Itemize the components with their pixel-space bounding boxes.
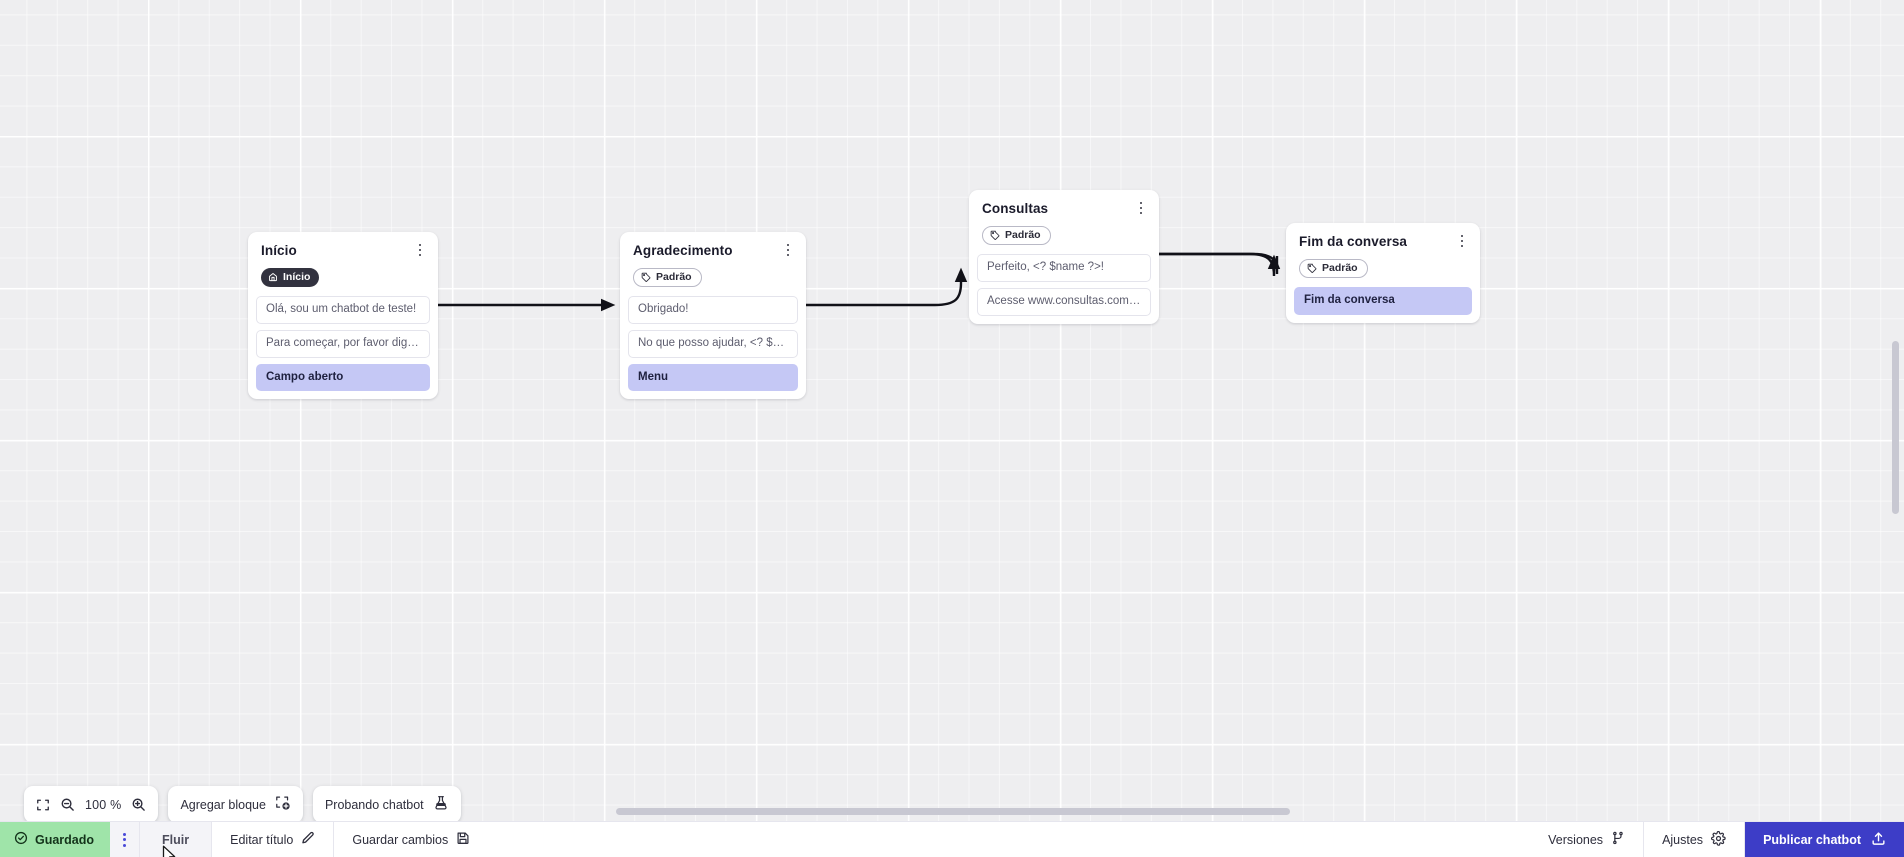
node-message[interactable]: No que posso ajudar, <? $name ...: [628, 329, 798, 358]
flow-canvas[interactable]: Início Início Olá, sou um chatbot de tes…: [0, 0, 1904, 821]
node-message[interactable]: Olá, sou um chatbot de teste!: [256, 296, 430, 324]
node-title: Fim da conversa: [1299, 234, 1408, 249]
tag-icon: [641, 272, 651, 282]
flow-node-fim-da-conversa[interactable]: Fim da conversa Padrão Fim da conversa: [1286, 223, 1480, 323]
node-badge-start[interactable]: Início: [261, 267, 320, 287]
saved-status-badge[interactable]: Guardado: [0, 822, 111, 857]
flow-node-consultas[interactable]: Consultas Padrão Perfeito, <? $name ?>! …: [969, 190, 1159, 324]
edit-title-label: Editar título: [230, 832, 294, 847]
floppy-disk-icon: [456, 831, 470, 848]
node-messages: Obrigado! No que posso ajudar, <? $name …: [620, 296, 806, 399]
statusbar-spacer: [488, 822, 1530, 857]
node-header: Agradecimento Padrão: [620, 232, 806, 296]
node-message-accent[interactable]: Menu: [628, 363, 798, 392]
node-badge-row: Padrão: [1299, 258, 1467, 279]
node-message-accent[interactable]: Campo aberto: [256, 363, 430, 392]
node-message[interactable]: Perfeito, <? $name ?>!: [977, 254, 1151, 282]
flow-node-inicio[interactable]: Início Início Olá, sou um chatbot de tes…: [248, 232, 438, 400]
flow-node-agradecimento[interactable]: Agradecimento Padrão Obrigado! No que po…: [620, 232, 806, 400]
flask-icon: [433, 795, 449, 814]
publish-chatbot-label: Publicar chatbot: [1763, 832, 1861, 847]
upload-icon: [1871, 831, 1886, 849]
fit-screen-icon[interactable]: [36, 798, 50, 812]
pencil-icon: [301, 831, 315, 848]
edge-consultas-fim-tail: [1159, 252, 1281, 277]
node-badge-default[interactable]: Padrão: [982, 225, 1051, 245]
save-changes-button[interactable]: Guardar cambios: [334, 822, 488, 857]
node-messages: Olá, sou um chatbot de teste! Para começ…: [248, 296, 438, 399]
edge-agradecimento-consultas: [806, 267, 968, 307]
edge-consultas-fim: [1159, 252, 1279, 275]
edit-title-button[interactable]: Editar título: [212, 822, 335, 857]
horizontal-scrollbar[interactable]: [616, 808, 1290, 815]
node-badge-label: Padrão: [1005, 228, 1041, 241]
node-header: Início Início: [248, 232, 438, 296]
node-more-options-icon[interactable]: [1134, 199, 1148, 217]
zoom-controls-group: 100 %: [24, 786, 159, 823]
node-badge-row: Padrão: [633, 267, 793, 288]
canvas-toolbar: 100 % Agregar bloque Probando chatbot: [24, 786, 461, 823]
node-message[interactable]: Acesse www.consultas.com par...: [977, 287, 1151, 316]
node-badge-default[interactable]: Padrão: [633, 267, 702, 287]
node-badge-row: Padrão: [982, 225, 1146, 246]
zoom-out-icon[interactable]: [60, 797, 75, 812]
zoom-in-icon[interactable]: [131, 797, 146, 812]
test-chatbot-label: Probando chatbot: [324, 797, 424, 812]
node-badge-label: Início: [283, 270, 311, 283]
versions-label: Versiones: [1548, 832, 1604, 847]
add-block-icon: [275, 795, 291, 814]
test-chatbot-button[interactable]: Probando chatbot: [325, 795, 449, 814]
add-block-label: Agregar bloque: [180, 797, 266, 812]
node-badge-default[interactable]: Padrão: [1299, 258, 1368, 278]
saved-status-label: Guardado: [35, 832, 95, 847]
home-icon: [268, 272, 278, 282]
node-more-options-icon[interactable]: [781, 241, 795, 259]
save-changes-label: Guardar cambios: [352, 832, 449, 847]
node-title: Agradecimento: [633, 243, 733, 258]
node-more-options-icon[interactable]: [1455, 232, 1469, 250]
node-header: Consultas Padrão: [969, 190, 1159, 254]
check-circle-icon: [14, 831, 28, 848]
status-bar: Guardado Fluir Editar título Guardar cam…: [0, 821, 1904, 857]
node-message[interactable]: Obrigado!: [628, 296, 798, 324]
publish-chatbot-button[interactable]: Publicar chatbot: [1745, 822, 1904, 857]
test-chatbot-group: Probando chatbot: [312, 786, 461, 823]
node-badge-label: Padrão: [656, 270, 692, 283]
node-messages: Perfeito, <? $name ?>! Acesse www.consul…: [969, 254, 1159, 324]
node-message-accent[interactable]: Fim da conversa: [1294, 287, 1472, 315]
add-block-button[interactable]: Agregar bloque: [180, 795, 290, 814]
node-messages: Fim da conversa: [1286, 287, 1480, 323]
zoom-level-label: 100 %: [85, 797, 122, 812]
node-message[interactable]: Para começar, por favor digite o ...: [256, 329, 430, 358]
node-title: Início: [261, 243, 297, 258]
tab-fluir[interactable]: Fluir: [140, 822, 213, 857]
edge-layer: [438, 252, 1281, 312]
gear-icon: [1711, 830, 1726, 849]
tag-icon: [1307, 263, 1317, 273]
tab-fluir-label: Fluir: [162, 832, 190, 847]
branch-icon: [1611, 831, 1625, 848]
node-badge-row: Início: [261, 267, 425, 288]
tag-icon: [990, 230, 1000, 240]
node-title: Consultas: [982, 201, 1049, 216]
add-block-group: Agregar bloque: [168, 786, 303, 823]
node-badge-label: Padrão: [1322, 261, 1358, 274]
more-vertical-icon[interactable]: [110, 822, 141, 857]
settings-button[interactable]: Ajustes: [1644, 822, 1746, 857]
settings-label: Ajustes: [1662, 832, 1704, 847]
vertical-scrollbar[interactable]: [1892, 341, 1899, 514]
node-header: Fim da conversa Padrão: [1286, 223, 1480, 287]
versions-button[interactable]: Versiones: [1530, 822, 1645, 857]
node-more-options-icon[interactable]: [413, 241, 427, 259]
